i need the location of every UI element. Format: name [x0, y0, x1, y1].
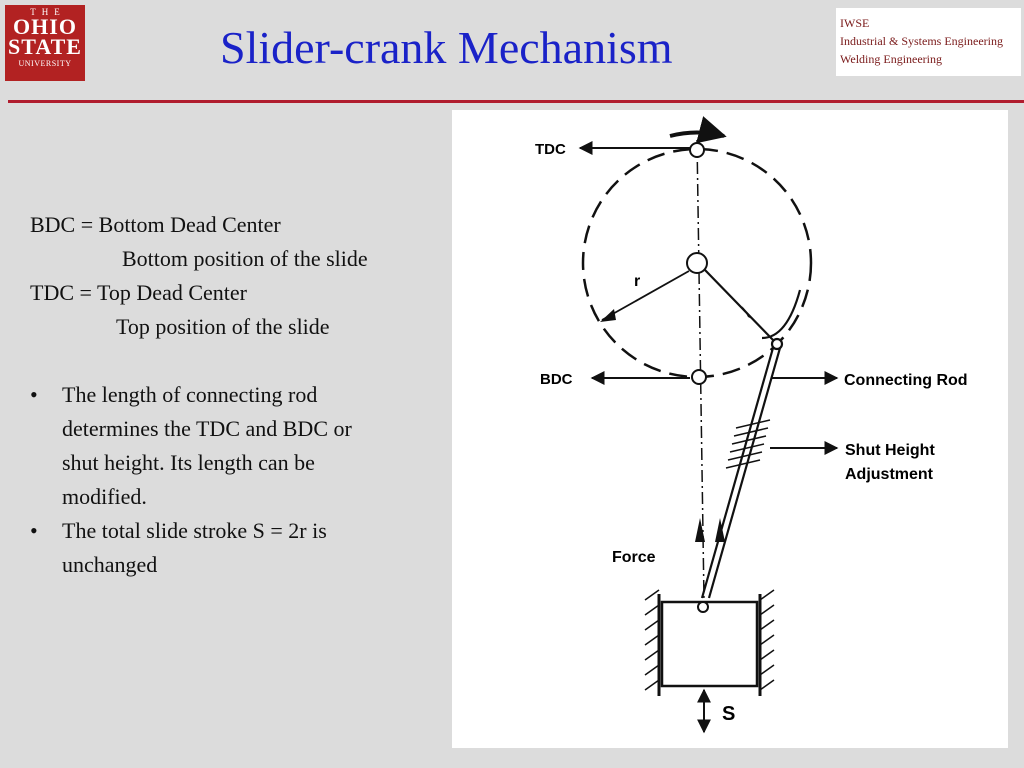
affiliation-welding: Welding Engineering — [840, 52, 943, 66]
logo-the: THE — [30, 7, 66, 17]
guide-hatch-right — [759, 589, 775, 691]
radius-arrowhead-icon — [600, 309, 616, 322]
definition-tdc-desc: Top position of the slide — [116, 314, 330, 339]
bullet-line: shut height. Its length can be — [62, 450, 315, 475]
force-arrowhead-left-icon — [695, 518, 705, 542]
connecting-rod-left — [700, 347, 775, 599]
affiliation-box: IWSE Industrial & Systems Engineering We… — [836, 8, 1021, 76]
header-divider — [8, 100, 1024, 103]
label-radius: r — [634, 273, 640, 290]
label-stroke: S — [722, 703, 735, 725]
slider-crank-diagram: TDC r BDC Connecting Rod — [452, 110, 1008, 748]
bullet-glyph: • — [30, 382, 38, 407]
label-connecting-rod: Connecting Rod — [844, 372, 968, 389]
connecting-rod-right — [707, 347, 782, 599]
bullet-line: unchanged — [62, 552, 158, 577]
definition-bdc: BDC = Bottom Dead Center — [30, 212, 281, 237]
affiliation-iwse: IWSE — [840, 16, 870, 30]
bullet-line: The length of connecting rod — [62, 382, 318, 407]
diagram-svg: TDC r BDC Connecting Rod — [535, 116, 968, 734]
bdc-point — [691, 369, 707, 385]
guide-hatch-left — [644, 589, 660, 691]
label-bdc: BDC — [540, 371, 573, 388]
bullet-glyph: • — [30, 518, 38, 543]
crank-arm — [704, 269, 775, 342]
body-text: BDC = Bottom Dead Center Bottom position… — [30, 208, 450, 582]
bullet-line: determines the TDC and BDC or — [62, 416, 352, 441]
label-force: Force — [612, 549, 656, 566]
logo-state: STATE — [8, 34, 82, 59]
logo-ohio: OHIO — [13, 14, 77, 39]
slide-title: Slider-crank Mechanism — [220, 22, 673, 73]
bullet-item: • The length of connecting rod determine… — [30, 378, 450, 514]
label-tdc: TDC — [535, 141, 566, 158]
crank-arrowhead-icon — [742, 306, 754, 320]
affiliation-ise: Industrial & Systems Engineering — [840, 34, 1003, 48]
logo-university: UNIVERSITY — [18, 59, 72, 68]
label-shut-height-1: Shut Height — [845, 442, 935, 459]
shut-height-threads — [725, 419, 771, 469]
bullet-list: • The length of connecting rod determine… — [30, 378, 450, 582]
radius-arm-left — [601, 270, 690, 321]
bullet-line: The total slide stroke S = 2r is — [62, 518, 327, 543]
bullet-line: modified. — [62, 484, 147, 509]
crank-pin-arc — [761, 289, 802, 340]
tdc-point — [689, 142, 705, 158]
crank-center — [686, 252, 708, 274]
slide-block — [660, 600, 759, 688]
wrist-pin — [697, 601, 709, 613]
definition-bdc-desc: Bottom position of the slide — [122, 246, 368, 271]
force-arrowhead-right-icon — [715, 518, 725, 542]
definition-tdc: TDC = Top Dead Center — [30, 280, 247, 305]
rotation-arrow-icon — [669, 116, 727, 144]
university-logo: THE OHIO STATE UNIVERSITY — [5, 5, 85, 81]
bullet-item: • The total slide stroke S = 2r is uncha… — [30, 514, 450, 582]
label-shut-height-2: Adjustment — [845, 466, 934, 483]
crank-pin — [770, 337, 784, 351]
